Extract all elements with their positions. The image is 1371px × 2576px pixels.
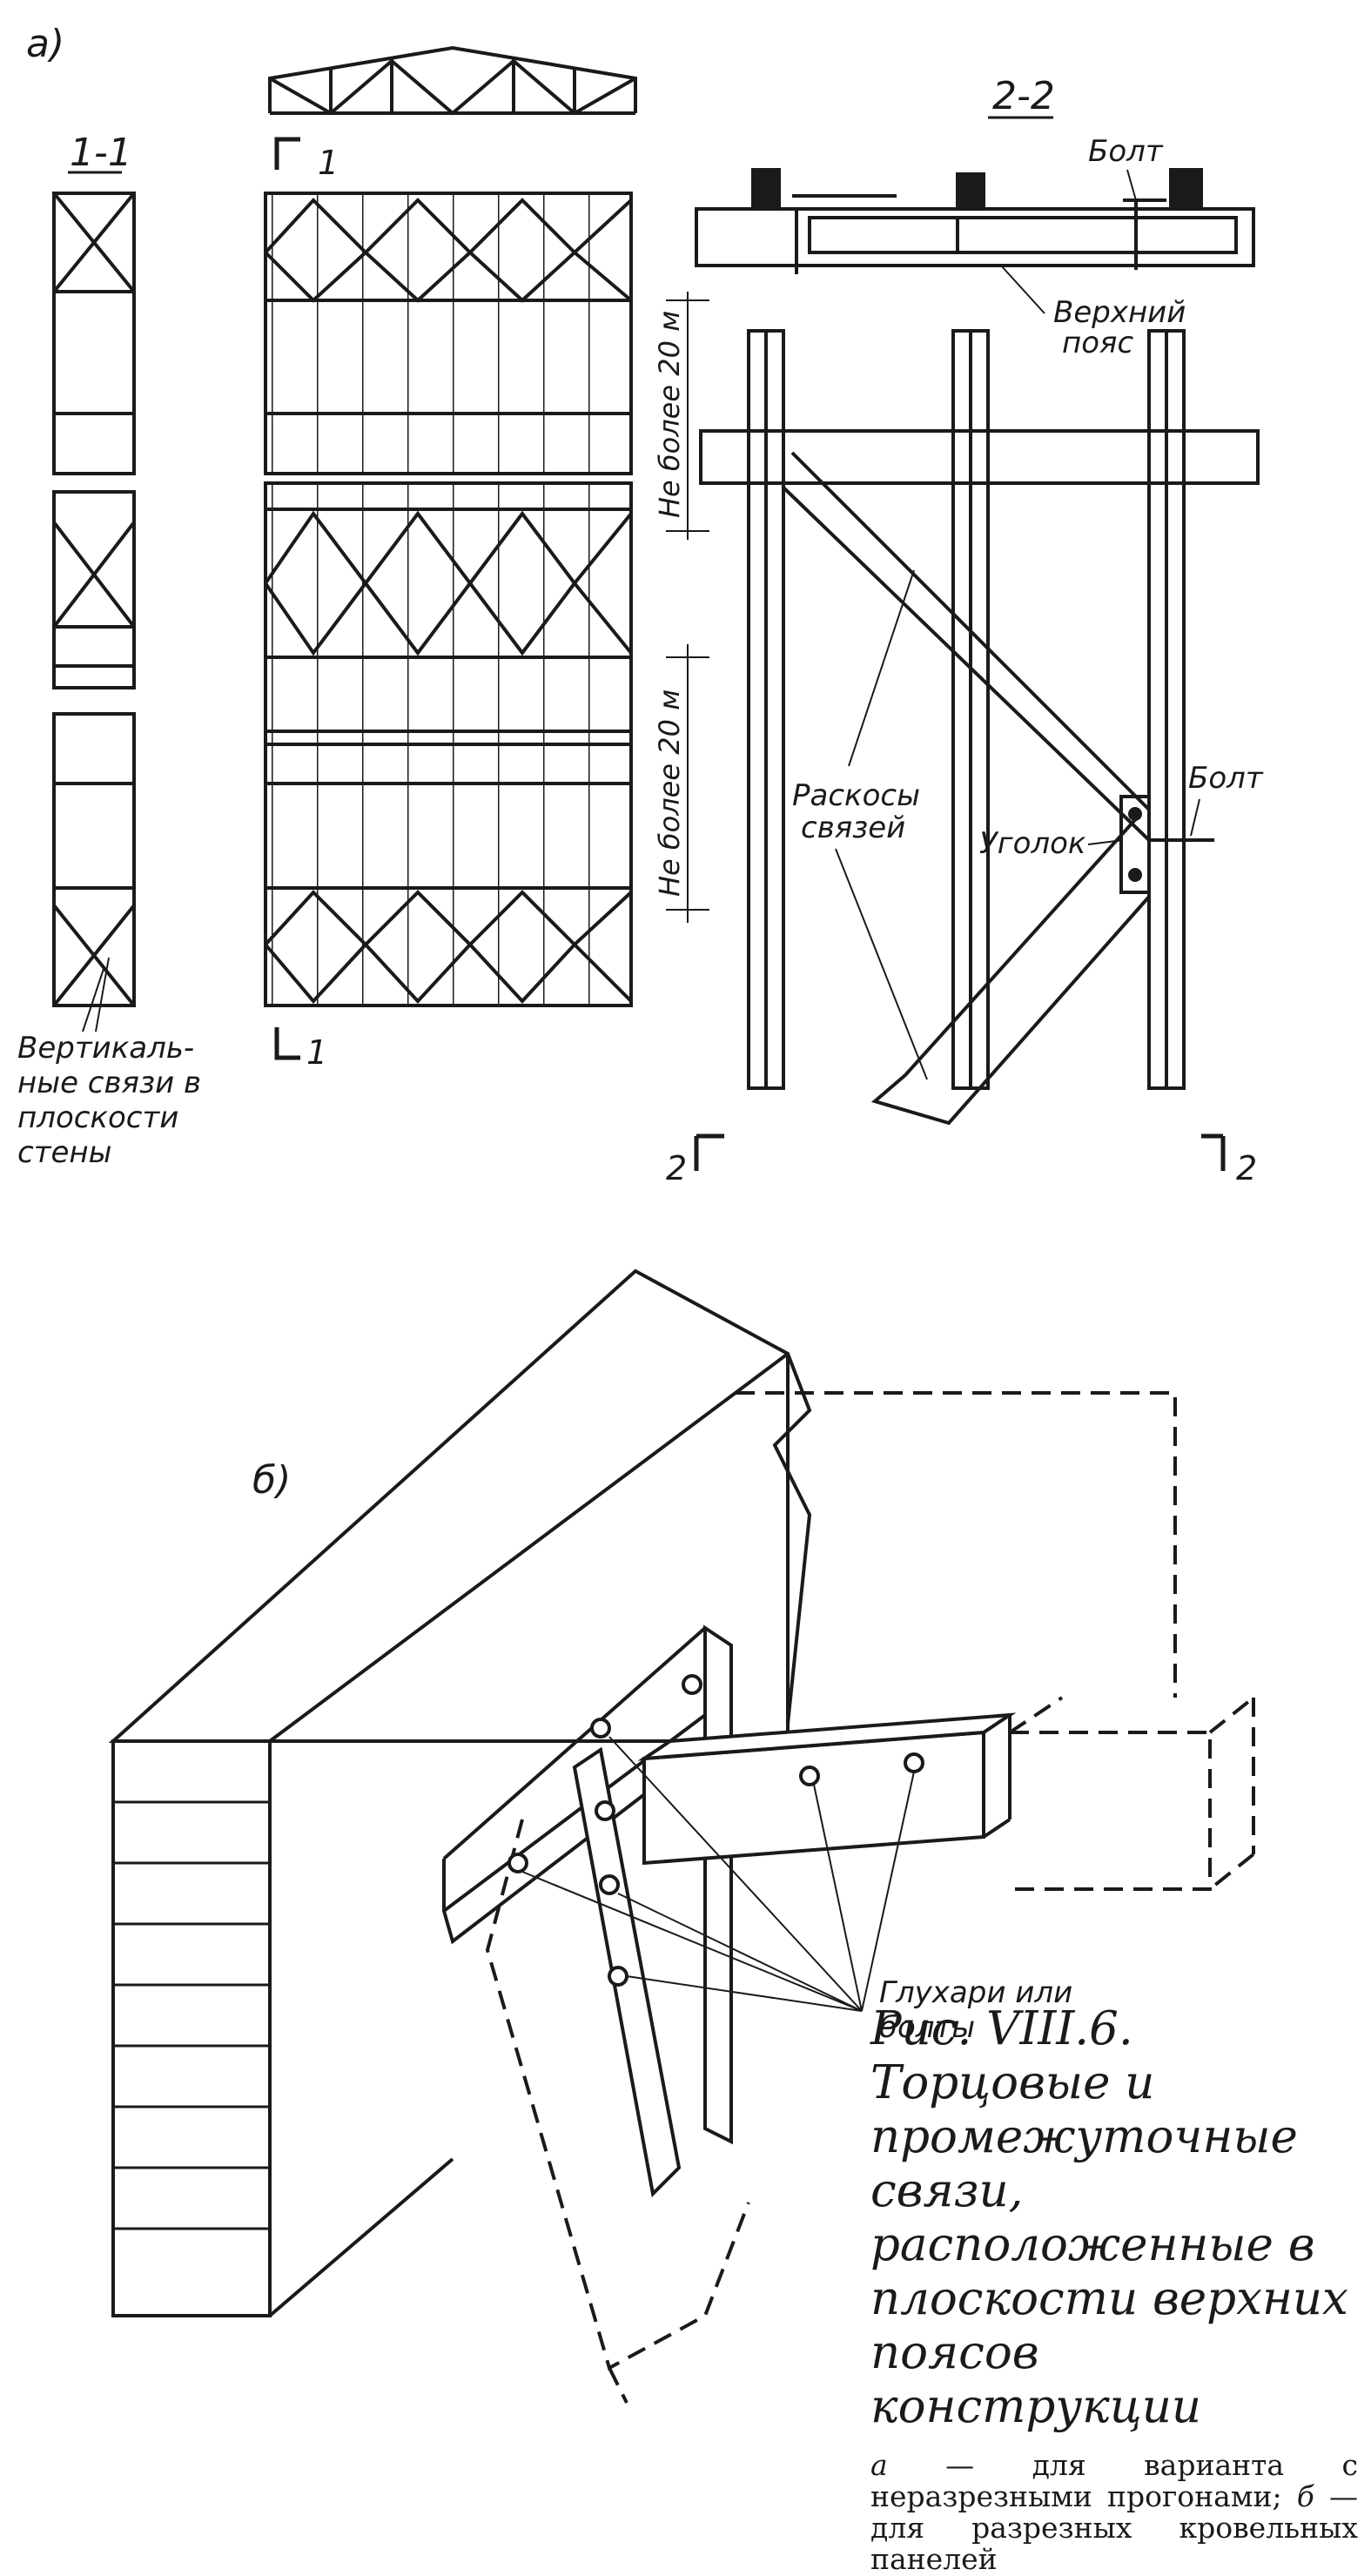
fasteners-label-1: Глухари или [879,1975,1072,2010]
fastener-leaders [521,1736,915,2012]
marker-2-left-label: 2 [666,1149,687,1187]
section-marker-1-top [274,137,300,170]
vertical-braces-label-2: ные связи в [17,1066,201,1100]
section-2-2-title: 2-2 [992,74,1055,118]
caption-sub-a-text: — для варианта с неразрезными прогонами; [870,2448,1358,2513]
section-marker-2-left [694,1133,724,1171]
marker-1-top-label: 1 [318,144,339,182]
section-2-2-top-chord [695,168,1255,274]
bolt-top-label: Болт [1088,134,1164,169]
braces-label-2: связей [801,810,905,845]
section-2-2-frame [699,329,1260,1126]
marker-2-right-label: 2 [1236,1149,1257,1187]
part-a-label: а) [26,22,64,66]
angle-label: Уголок [979,826,1086,861]
figure-caption: Рис. VIII.6. Торцовые и промежуточные св… [870,2002,1358,2575]
bolt-side-label: Болт [1188,761,1264,796]
part-b-label: б) [252,1458,291,1503]
dashed-purlin [485,1391,1255,2404]
truss-elevation [268,45,637,116]
section-1-1-title: 1-1 [70,131,132,175]
plan-view [264,192,633,1007]
section-marker-1-bottom [274,1027,300,1060]
dimension-lines [666,292,709,923]
section-marker-2-right [1201,1133,1226,1171]
vertical-braces-label-3: плоскости [17,1100,178,1135]
isometric-joint [108,1268,1017,2317]
dimension-lower-label: Не более 20 м [653,689,686,897]
vertical-braces-label-1: Вертикаль- [17,1031,194,1066]
fastener-holes [507,1674,924,1987]
vertical-braces-label-4: стены [17,1135,112,1170]
top-chord-label-1: Верхний [1053,295,1186,330]
dimension-upper-label: Не более 20 м [653,311,686,518]
braces-label-1: Раскосы [792,778,920,813]
marker-1-bottom-label: 1 [306,1033,327,1072]
section-1-1-elevation [52,192,136,1007]
fasteners-label-2: болты [879,2010,975,2045]
caption-sub-a-letter: а [870,2448,888,2482]
top-chord-label-2: пояс [1062,326,1133,360]
caption-subtitle: а — для варианта с неразрезными прогонам… [870,2450,1358,2575]
caption-sub-b-letter: б [1296,2479,1314,2513]
caption-title: Рис. VIII.6. Торцовые и промежуточные св… [870,2002,1348,2433]
